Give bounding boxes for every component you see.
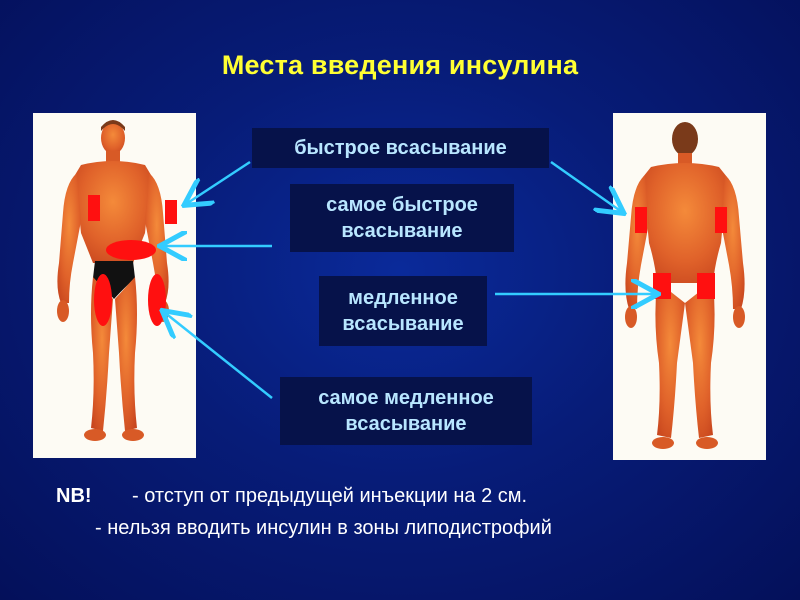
label-fast-absorption: быстрое всасывание (252, 128, 549, 168)
label-fast-text: быстрое всасывание (294, 137, 507, 159)
arrow-fast-front (186, 160, 251, 204)
zone-front-left-arm (88, 195, 100, 221)
label-slowest-line1: самое медленное (318, 387, 494, 409)
zone-right-buttock (697, 273, 715, 299)
zone-front-right-arm (165, 200, 177, 224)
front-body-panel (33, 113, 196, 458)
label-slowest-absorption: самое медленное всасывание (280, 377, 532, 445)
label-slow-line2: всасывание (342, 313, 464, 335)
label-fastest-line2: всасывание (341, 220, 463, 242)
zone-back-right-arm (715, 207, 727, 233)
label-slow-line1: медленное (348, 287, 458, 309)
note-line-1: - отступ от предыдущей инъекции на 2 см. (132, 485, 528, 507)
nb-label: NB! (56, 485, 92, 507)
zone-abdomen (106, 240, 156, 260)
back-body-figure (625, 122, 745, 449)
label-fastest-absorption: самое быстрое всасывание (290, 184, 514, 252)
note-line-2: - нельзя вводить инсулин в зоны липодист… (95, 517, 552, 539)
label-slowest-line2: всасывание (345, 413, 467, 435)
zone-back-left-arm (635, 207, 647, 233)
arrow-slowest (164, 312, 273, 399)
label-slow-absorption: медленное всасывание (319, 276, 487, 346)
arrow-fast-back (550, 160, 622, 212)
zone-left-thigh (94, 274, 112, 326)
page-title: Места введения инсулина (221, 50, 579, 80)
front-body-figure (57, 120, 177, 441)
label-fastest-line1: самое быстрое (326, 194, 478, 216)
